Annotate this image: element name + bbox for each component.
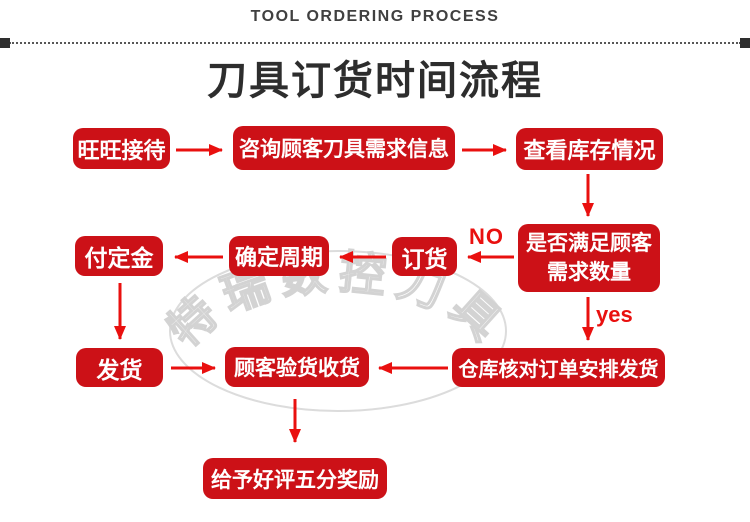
flow-node-warehouse-verify-ship: 仓库核对订单安排发货 — [452, 348, 665, 387]
flow-node-five-star-reward: 给予好评五分奖励 — [203, 458, 387, 499]
flow-node-check-inventory: 查看库存情况 — [516, 128, 663, 170]
decision-line1: 是否满足顾客 — [526, 232, 652, 255]
page-title: 刀具订货时间流程 — [207, 59, 543, 103]
flow-node-pay-deposit: 付定金 — [75, 236, 163, 276]
flow-node-confirm-leadtime: 确定周期 — [229, 236, 329, 276]
flow-node-ship-goods: 发货 — [76, 348, 163, 387]
branch-label-no: NO — [469, 224, 504, 249]
dotted-divider — [9, 42, 741, 44]
flow-node-wangwang-reception: 旺旺接待 — [73, 128, 170, 169]
flow-node-customer-inspect-receive: 顾客验货收货 — [225, 347, 369, 387]
flow-node-place-order: 订货 — [392, 237, 457, 276]
watermark-ellipse — [169, 250, 507, 412]
english-subtitle: TOOL ORDERING PROCESS — [250, 8, 500, 25]
branch-label-yes: yes — [596, 302, 633, 327]
flow-node-quantity-decision: 是否满足顾客 需求数量 — [518, 224, 660, 292]
divider-left-cap — [0, 38, 10, 48]
watermark-seal: 特瑞数控刀具 — [163, 245, 513, 412]
flow-node-ask-customer-needs: 咨询顾客刀具需求信息 — [233, 126, 455, 170]
watermark-text: 特瑞数控刀具 — [163, 246, 513, 356]
decision-line2: 需求数量 — [547, 261, 631, 284]
divider-right-cap — [740, 38, 750, 48]
